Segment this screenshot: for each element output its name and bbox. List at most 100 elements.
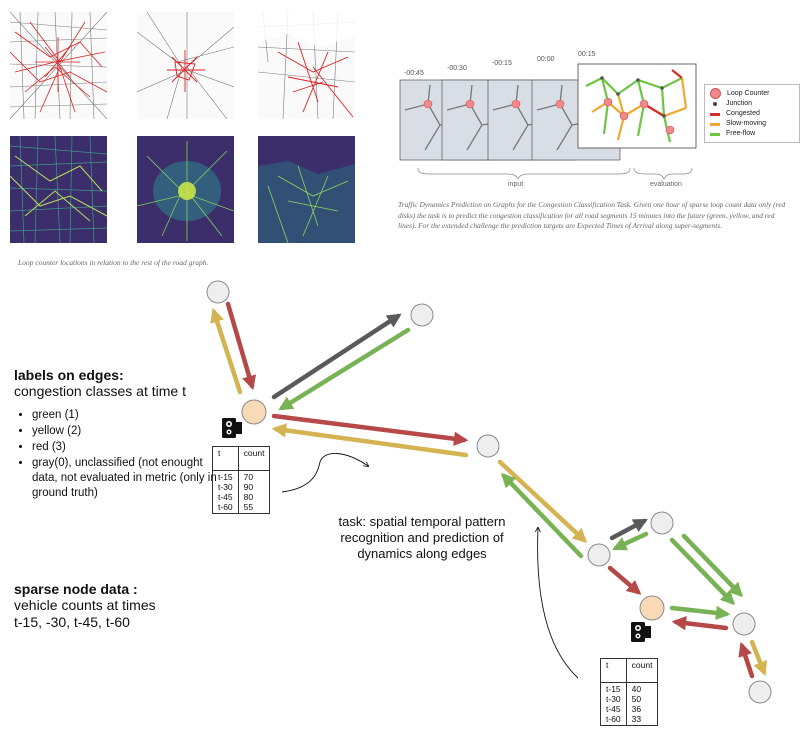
congested-swatch [710, 112, 720, 116]
legend-junction: Junction [710, 99, 794, 109]
legend-label: Junction [726, 100, 753, 107]
legend-free-flow: Free-flow [710, 129, 794, 139]
map-city-3-loop-counters [258, 12, 355, 119]
dynamics-caption: Traffic Dynamics Prediction on Graphs fo… [398, 200, 786, 231]
edge-yellow [749, 639, 767, 677]
count-cell: 90 [243, 482, 254, 492]
count-cell: 33 [631, 714, 642, 724]
task-text: task: spatial temporal pattern recogniti… [338, 514, 506, 561]
time-cell: t-15 [606, 684, 621, 694]
slow-moving-swatch [710, 122, 720, 126]
edge-gray [609, 518, 648, 541]
nodes [206, 280, 772, 704]
time-label-5: 00:15 [578, 51, 596, 58]
time-cell: t-60 [606, 714, 621, 724]
edge-gray [271, 313, 402, 400]
count-cell: 70 [243, 472, 254, 482]
time-label-4: 00:00 [537, 56, 555, 63]
legend-label: Congested [726, 110, 760, 117]
count-cell: 80 [243, 492, 254, 502]
time-cell: t-30 [606, 694, 621, 704]
edge-green [501, 472, 584, 559]
sparse-line-1: vehicle counts at times [14, 597, 156, 613]
map-city-2-loop-counters [137, 12, 234, 119]
camera-icon [631, 622, 651, 642]
legend-loop-counter: Loop Counter [710, 88, 794, 99]
count-cell: 55 [243, 502, 254, 512]
time-cell: t-60 [218, 502, 233, 512]
edge-red [738, 641, 755, 679]
count-table-1: t count t-15 t-30 t-45 t-60 70 90 80 55 [212, 446, 271, 514]
time-label-3: -00:15 [492, 60, 512, 67]
loop-counter-swatch [710, 88, 721, 99]
node [748, 680, 772, 704]
legend-label: Free-flow [726, 130, 756, 137]
edge-green [681, 533, 744, 598]
edge-green [278, 327, 411, 411]
sensor-node [241, 399, 267, 425]
edge-yellow [210, 307, 243, 395]
node [476, 434, 500, 458]
time-label-2: -00:30 [447, 65, 467, 72]
time-cells: t-15 t-30 t-45 t-60 [212, 470, 239, 514]
header-cell: count [237, 446, 271, 471]
sensor-node [639, 595, 665, 621]
count-table-2: t count t-15 t-30 t-45 t-60 40 50 36 33 [600, 658, 659, 726]
edges [210, 301, 767, 679]
legend-slow-moving: Slow-moving [710, 119, 794, 129]
header-cell: t [212, 446, 239, 471]
table-row: t-15 t-30 t-45 t-60 40 50 36 33 [600, 682, 659, 726]
edge-green [612, 531, 649, 551]
time-cell: t-45 [218, 492, 233, 502]
class-item-green: green (1) [32, 408, 224, 423]
table-header-row: t count [212, 446, 271, 471]
count-cells: 40 50 36 33 [625, 682, 659, 726]
time-cell: t-45 [606, 704, 621, 714]
edge-green [669, 605, 731, 621]
edge-red [271, 413, 469, 446]
edge-red [607, 565, 642, 595]
sparse-title: sparse node data : [14, 581, 138, 597]
map-city-1-loop-counters [10, 12, 107, 119]
node [732, 612, 756, 636]
maps-caption: Loop counter locations in relation to th… [18, 258, 209, 267]
node [410, 303, 434, 327]
count-cell: 40 [631, 684, 642, 694]
input-label: input [508, 181, 524, 188]
time-cell: t-15 [218, 472, 233, 482]
class-item-gray: gray(0), unclassified (not enought data,… [32, 456, 224, 501]
labels-on-edges-section: labels on edges: congestion classes at t… [14, 367, 224, 502]
table-header-row: t count [600, 658, 659, 683]
dynamics-panels [399, 63, 697, 180]
edge-red [225, 301, 257, 391]
legend-label: Slow-moving [726, 120, 767, 127]
legend-congested: Congested [710, 109, 794, 119]
sparse-line-2: t-15, -30, t-45, t-60 [14, 614, 130, 630]
pointer-arrow [281, 453, 368, 493]
map-city-2-heatmap [137, 136, 234, 243]
labels-subtitle: congestion classes at time t [14, 383, 186, 399]
junction-swatch [713, 102, 717, 106]
sparse-node-data-section: sparse node data : vehicle counts at tim… [14, 581, 224, 631]
congestion-class-list: green (1) yellow (2) red (3) gray(0), un… [14, 408, 224, 501]
header-cell: t [600, 658, 627, 683]
evaluation-frame [577, 63, 697, 149]
node [587, 543, 611, 567]
edge-red [671, 616, 729, 631]
dynamics-legend: Loop Counter Junction Congested Slow-mov… [704, 84, 800, 143]
time-cell: t-30 [218, 482, 233, 492]
class-item-red: red (3) [32, 440, 224, 455]
camera-icon [222, 418, 242, 438]
count-cell: 50 [631, 694, 642, 704]
header-cell: count [625, 658, 659, 683]
legend-label: Loop Counter [727, 89, 770, 97]
table-row: t-15 t-30 t-45 t-60 70 90 80 55 [212, 470, 271, 514]
time-label-1: -00:45 [404, 70, 424, 77]
input-frames [399, 79, 621, 161]
edge-yellow [271, 423, 469, 458]
free-flow-swatch [710, 132, 720, 136]
node [206, 280, 230, 304]
class-item-yellow: yellow (2) [32, 424, 224, 439]
pointer-arrow [538, 528, 579, 679]
